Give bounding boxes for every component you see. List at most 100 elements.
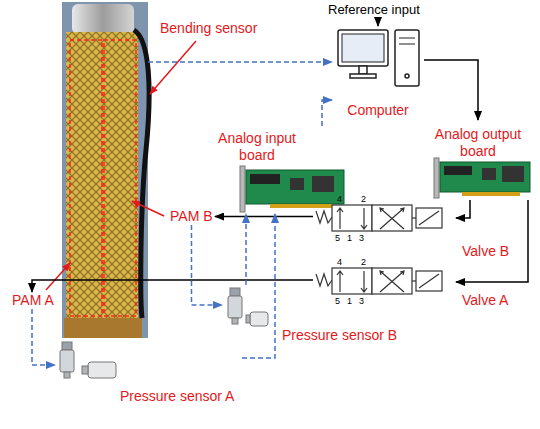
signal-line — [192, 225, 223, 305]
valve-position — [332, 268, 372, 294]
signal-line — [245, 214, 247, 285]
pci-board — [434, 158, 530, 198]
valve-position — [372, 268, 412, 294]
monitor-base — [350, 74, 376, 78]
component-label: PAM A — [12, 292, 54, 309]
command-line — [32, 280, 313, 292]
component-node: Pressure sensor B — [222, 285, 402, 345]
end-cap — [72, 4, 134, 34]
command-line — [215, 216, 313, 218]
signal-line — [242, 214, 275, 358]
board-connector — [250, 174, 280, 184]
leader-line — [132, 201, 164, 216]
component-node: Analog output board — [420, 120, 536, 200]
screen — [342, 34, 384, 62]
component-label: PAM B — [170, 208, 213, 225]
component-node: PAM A — [10, 292, 56, 309]
board-pcb — [440, 162, 530, 192]
valve-position — [332, 205, 372, 231]
board-bracket — [434, 158, 439, 198]
pci-board — [240, 166, 344, 212]
port-number: 4 — [337, 257, 342, 267]
solenoid-coil — [419, 274, 439, 288]
board-chip — [482, 168, 496, 180]
component-label: Analog input board — [212, 130, 302, 164]
sensor-cap — [230, 288, 240, 296]
valve-link — [412, 280, 416, 281]
sensor-body — [228, 296, 242, 318]
port-number: 1 — [347, 296, 352, 306]
component-label: Bending sensor — [160, 20, 257, 37]
board-chip — [502, 166, 524, 182]
component-label: Computer — [332, 102, 424, 119]
port-number: 3 — [359, 233, 364, 243]
component-label: Reference input — [328, 2, 420, 18]
sensor-cable — [134, 30, 149, 318]
valve-flow — [380, 271, 404, 292]
port-number: 3 — [359, 296, 364, 306]
pressure-sensor-icon — [228, 288, 268, 326]
board-connector — [444, 166, 472, 175]
port-number: 4 — [337, 194, 342, 204]
sensor-body — [250, 312, 268, 326]
leader-line — [46, 263, 70, 290]
command-line — [456, 200, 528, 282]
valve-symbol — [316, 268, 442, 294]
command-line — [456, 200, 470, 218]
valve-flow — [337, 271, 367, 292]
monitor-stand — [359, 66, 367, 74]
actuator-photo — [62, 2, 149, 338]
board-pcb — [246, 170, 344, 204]
component-node: Bending sensor — [148, 20, 265, 67]
valve-link — [412, 217, 416, 218]
sensor-body — [88, 362, 116, 378]
base-fitting — [64, 318, 142, 338]
valve-spring — [316, 274, 332, 286]
port-number: 5 — [335, 233, 340, 243]
valve-flow — [337, 208, 367, 229]
sensor-port — [82, 366, 88, 374]
component-label: Valve A — [462, 292, 508, 309]
component-node: Reference input — [326, 2, 422, 18]
drive-slot — [399, 44, 415, 45]
component-node: Computer — [332, 26, 424, 122]
sensor-body — [60, 350, 74, 372]
sensor-port — [232, 318, 238, 324]
board-fingers — [270, 204, 332, 208]
power-button — [405, 74, 409, 78]
board-chip — [312, 176, 334, 192]
sensor-port — [64, 372, 70, 378]
component-node: Pressure sensor A — [55, 340, 242, 406]
valve-flow — [380, 208, 404, 229]
port-number: 2 — [361, 194, 366, 204]
component-node: PAM B — [168, 208, 215, 225]
component-label: Pressure sensor A — [120, 388, 234, 405]
sensor-port — [246, 315, 250, 323]
signal-line — [148, 61, 332, 63]
valve-spring — [316, 211, 332, 223]
pam-outline — [104, 40, 136, 316]
command-line — [424, 60, 478, 120]
command-line — [377, 18, 379, 26]
leader-line — [150, 41, 196, 94]
photo-ground — [62, 2, 148, 338]
component-label: Valve B — [462, 243, 509, 260]
component-label: Pressure sensor B — [282, 327, 397, 344]
sensor-cap — [62, 342, 72, 350]
component-node: Valve B — [313, 193, 456, 246]
solenoid — [416, 208, 442, 228]
port-number: 1 — [347, 233, 352, 243]
monitor — [338, 30, 388, 66]
tower — [395, 30, 419, 86]
valve-symbol — [316, 205, 442, 231]
component-node: Analog input board — [212, 126, 346, 214]
computer-icon — [338, 30, 419, 86]
board-bracket — [240, 166, 245, 212]
pam-outline — [70, 40, 102, 316]
board-fingers — [462, 192, 520, 196]
